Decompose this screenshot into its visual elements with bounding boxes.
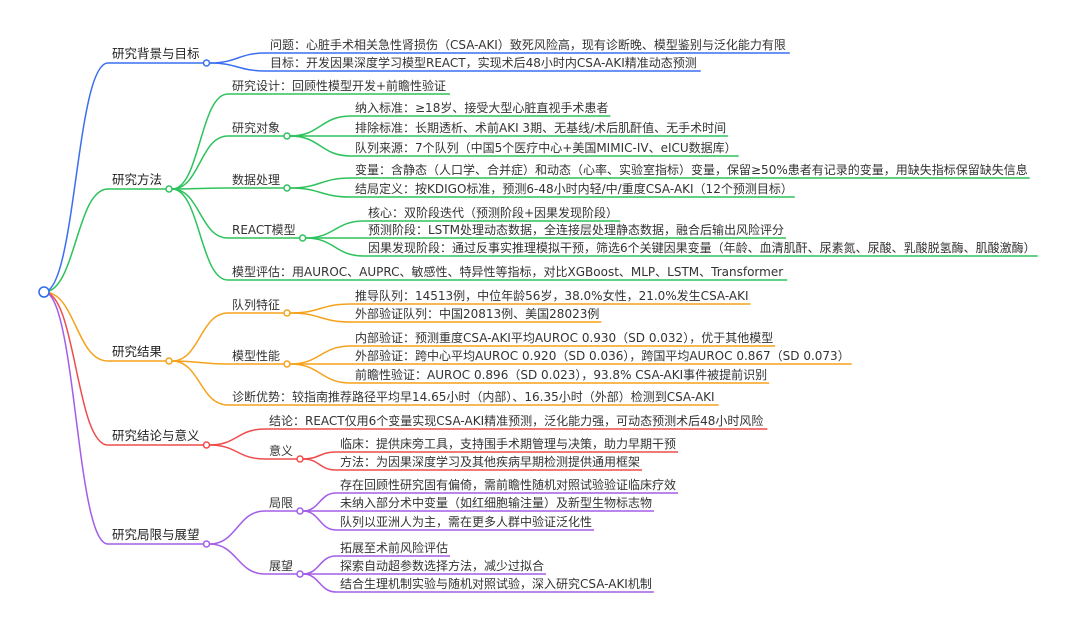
link-conclusion-0 <box>209 428 266 446</box>
link-methods-3-0 <box>305 220 365 239</box>
toggle-background[interactable] <box>202 59 211 67</box>
node-conclusion-0: 结论：REACT仅用6个变量实现CSA-AKI精准预测，泛化能力强，可动态预测术… <box>269 414 764 428</box>
toggle-results[interactable] <box>165 357 173 365</box>
link-root-limits <box>43 291 109 545</box>
node-methods-4: 模型评估：用AUROC、AUPRC、敏感性、特异性等指标，对比XGBoost、M… <box>232 265 784 279</box>
toggle-results-0[interactable] <box>283 309 291 317</box>
node-limits-1: 展望 <box>269 559 294 573</box>
link-root-background <box>43 62 109 293</box>
toggle-results-1[interactable] <box>283 360 291 368</box>
node-background-0: 问题：心脏手术相关急性肾损伤（CSA-AKI）致死风险高，现有诊断晚、模型鉴别与… <box>270 38 786 52</box>
root-node[interactable] <box>38 286 50 298</box>
node-limits-0: 局限 <box>269 496 294 510</box>
section-limits: 研究局限与展望 <box>112 527 200 542</box>
link-conclusion-1-1 <box>302 458 337 471</box>
link-results-0-0 <box>289 303 352 314</box>
leaf-methods-3-2: 因果发现阶段：通过反事实推理模拟干预，筛选6个关键因果变量（年龄、血清肌酐、尿素… <box>368 241 1036 255</box>
node-results-2: 诊断优势：较指南推荐路径平均早14.65小时（内部）、16.35小时（外部）检测… <box>232 390 715 404</box>
link-root-methods <box>43 188 109 293</box>
link-root-results <box>43 291 109 362</box>
link-methods-4 <box>171 188 229 281</box>
link-methods-0 <box>171 93 229 190</box>
leaf-results-0-1: 外部验证队列：中国20813例、美国28023例 <box>355 307 600 321</box>
node-results-1: 模型性能 <box>232 349 281 363</box>
leaf-methods-1-1: 排除标准：长期透析、术前AKI 3期、无基线/术后肌酐值、无手术时间 <box>355 121 727 135</box>
link-conclusion-1 <box>209 444 266 460</box>
leaf-limits-0-2: 队列以亚洲人为主，需在更多人群中验证泛化性 <box>340 515 593 529</box>
node-background-1: 目标：开发因果深度学习模型REACT，实现术后48小时内CSA-AKI精准动态预… <box>270 56 697 70</box>
link-methods-3-2 <box>305 237 365 257</box>
link-methods-3 <box>171 188 229 239</box>
leaf-conclusion-1-0: 临床：提供床旁工具，支持围手术期管理与决策，助力早期干预 <box>340 437 677 451</box>
link-limits-1-2 <box>302 573 337 593</box>
leaf-methods-1-0: 纳入标准：≥18岁、接受大型心脏直视手术患者 <box>355 101 609 115</box>
leaf-methods-1-2: 队列来源：7个队列（中国5个医疗中心+美国MIMIC-IV、eICU数据库） <box>355 141 737 155</box>
link-limits-1 <box>209 543 266 575</box>
node-methods-2: 数据处理 <box>232 173 281 187</box>
leaf-methods-2-0: 变量：含静态（人口学、合并症）和动态（心率、实验室指标）变量，保留≥50%患者有… <box>355 163 1028 177</box>
toggle-conclusion[interactable] <box>202 441 211 449</box>
leaf-methods-2-1: 结局定义：按KDIGO标准，预测6-48小时内轻/中/重度CSA-AKI（12个… <box>355 182 793 196</box>
link-limits-0 <box>209 510 266 545</box>
link-results-0-1 <box>289 312 352 323</box>
link-methods-2 <box>171 187 229 190</box>
link-methods-1-2 <box>289 135 352 157</box>
node-methods-1: 研究对象 <box>232 121 281 135</box>
node-methods-0: 研究设计：回顾性模型开发+前瞻性验证 <box>232 79 447 93</box>
link-conclusion-1-0 <box>302 451 337 460</box>
leaf-results-1-0: 内部验证：预测重度CSA-AKI平均AUROC 0.930（SD 0.032），… <box>355 331 774 345</box>
toggle-methods-2[interactable] <box>283 184 291 192</box>
section-methods: 研究方法 <box>112 172 163 187</box>
link-results-0 <box>171 312 229 362</box>
node-methods-3: REACT模型 <box>232 223 296 237</box>
leaf-results-1-2: 前瞻性验证：AUROC 0.896（SD 0.023），93.8% CSA-AK… <box>355 368 768 382</box>
toggle-limits-0[interactable] <box>296 507 304 515</box>
toggle-methods[interactable] <box>165 185 173 193</box>
leaf-limits-1-2: 结合生理机制实验与随机对照试验，深入研究CSA-AKI机制 <box>340 577 652 591</box>
node-results-0: 队列特征 <box>232 298 281 312</box>
link-methods-2-1 <box>289 187 352 198</box>
link-limits-0-0 <box>302 492 337 512</box>
leaf-limits-1-1: 探索自动超参数选择方法，减少过拟合 <box>340 559 545 573</box>
toggle-limits-1[interactable] <box>296 570 304 578</box>
leaf-methods-3-1: 预测阶段：LSTM处理动态数据，全连接层处理静态数据，融合后输出风险评分 <box>368 223 784 237</box>
toggle-limits[interactable] <box>202 540 211 548</box>
toggle-methods-1[interactable] <box>283 132 291 140</box>
section-background: 研究背景与目标 <box>112 46 200 61</box>
leaf-limits-0-0: 存在回顾性研究固有偏倚，需前瞻性随机对照试验验证临床疗效 <box>340 478 677 492</box>
section-results: 研究结果 <box>112 344 163 359</box>
leaf-results-0-0: 推导队列：14513例，中位年龄56岁，38.0%女性，21.0%发生CSA-A… <box>355 289 749 303</box>
leaf-conclusion-1-1: 方法：为因果深度学习及其他疾病早期检测提供通用框架 <box>340 455 641 469</box>
link-background-0 <box>209 52 267 64</box>
link-results-1-2 <box>289 363 352 384</box>
leaf-results-1-1: 外部验证：跨中心平均AUROC 0.920（SD 0.036），跨国平均AURO… <box>355 349 850 363</box>
toggle-conclusion-1[interactable] <box>296 455 304 463</box>
link-results-2 <box>171 360 229 406</box>
leaf-methods-3-0: 核心：双阶段迭代（预测阶段+因果发现阶段） <box>368 206 619 220</box>
link-methods-1 <box>171 135 229 190</box>
section-conclusion: 研究结论与意义 <box>112 428 200 443</box>
link-background-1 <box>209 62 267 72</box>
link-methods-2-0 <box>289 177 352 189</box>
node-conclusion-1: 意义 <box>269 444 294 458</box>
leaf-limits-0-1: 未纳入部分术中变量（如红细胞输注量）及新型生物标志物 <box>340 496 653 510</box>
link-limits-0-2 <box>302 510 337 531</box>
link-results-1-0 <box>289 345 352 365</box>
toggle-methods-3[interactable] <box>298 234 307 242</box>
link-root-conclusion <box>43 291 109 446</box>
link-limits-1-0 <box>302 555 337 575</box>
leaf-limits-1-0: 拓展至术前风险评估 <box>340 541 449 555</box>
link-methods-1-0 <box>289 115 352 137</box>
